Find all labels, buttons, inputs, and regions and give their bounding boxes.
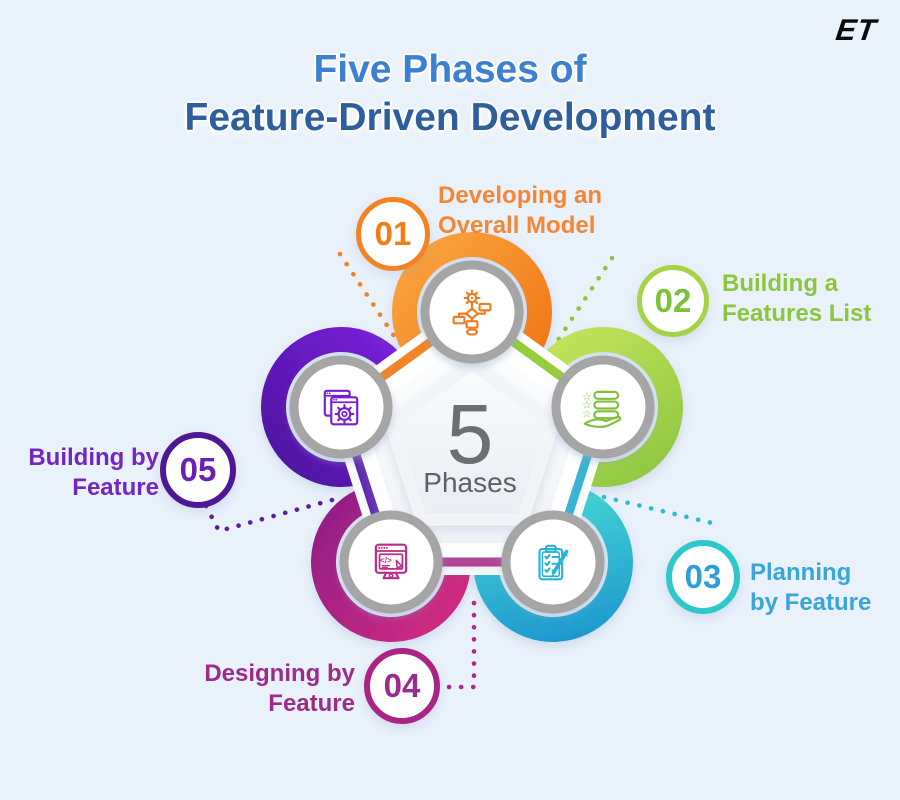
phase-02-label-line1: Building a [722, 270, 838, 297]
center-label: Phases [423, 467, 516, 498]
phase-03-number: 03 [684, 558, 722, 595]
brand-logo: ET [833, 14, 879, 47]
arc-phase-03 [473, 483, 634, 643]
phase-01-label-line1: Developing an [438, 182, 603, 209]
phase-02-number: 02 [654, 282, 692, 319]
arc-phase-02 [531, 327, 683, 488]
phase-04-number: 04 [383, 667, 421, 704]
node-circle-phase-04 [339, 510, 443, 614]
node-circle-phase-02 [551, 355, 655, 459]
phase-01-label-line2: Overall Model [438, 212, 596, 239]
arc-phase-04 [310, 483, 471, 643]
pentagon-inner-plate [384, 358, 560, 526]
page-title-line2: Feature-Driven Development [184, 96, 716, 139]
monitor-code-icon: </> [374, 543, 408, 580]
svg-text:</>: </> [380, 556, 392, 565]
node-circle-phase-03 [501, 510, 605, 614]
svg-text:☆: ☆ [582, 407, 592, 420]
phase-05-number: 05 [179, 451, 217, 488]
flowchart-gear-icon [452, 289, 492, 336]
phase-01-number: 01 [374, 215, 412, 252]
phase-05-badge: 05 [160, 432, 236, 508]
clipboard-checklist-icon [538, 544, 569, 581]
dotted-line-phase-02 [553, 255, 615, 346]
phase-02-label: Building a Features List [722, 269, 871, 329]
windows-gear-icon [323, 389, 359, 426]
features-list-hand-icon: ☆ ☆ ☆ [582, 390, 622, 428]
page-title-line1: Five Phases of [313, 48, 587, 91]
phase-03-label: Planning by Feature [750, 558, 871, 618]
phase-04-label: Designing by Feature [204, 659, 355, 719]
phase-04-label-line2: Feature [268, 690, 355, 717]
phase-02-label-line2: Features List [722, 300, 872, 327]
phase-01-label: Developing an Overall Model [438, 181, 602, 241]
phase-03-badge: 03 [666, 540, 740, 614]
dotted-line-phase-04 [443, 600, 477, 690]
page-title: Five Phases of Feature-Driven Developmen… [0, 46, 900, 142]
arc-phase-05 [261, 327, 413, 488]
phase-04-label-line1: Designing by [204, 660, 355, 687]
node-circle-phase-01 [420, 260, 524, 364]
phase-01-badge: 01 [356, 197, 430, 271]
phase-02-badge: 02 [637, 265, 709, 337]
phase-03-label-line2: by Feature [750, 589, 872, 616]
phase-03-label-line1: Planning [750, 559, 852, 586]
phase-05-label-line2: Feature [72, 474, 159, 501]
svg-text:☆: ☆ [582, 399, 592, 412]
arc-phase-01 [391, 232, 552, 369]
phase-05-label-line1: Building by [28, 444, 159, 471]
center-number: 5 [447, 387, 494, 481]
svg-text:☆: ☆ [582, 390, 592, 403]
phase-04-badge: 04 [364, 648, 440, 724]
phase-05-label: Building by Feature [28, 443, 159, 503]
